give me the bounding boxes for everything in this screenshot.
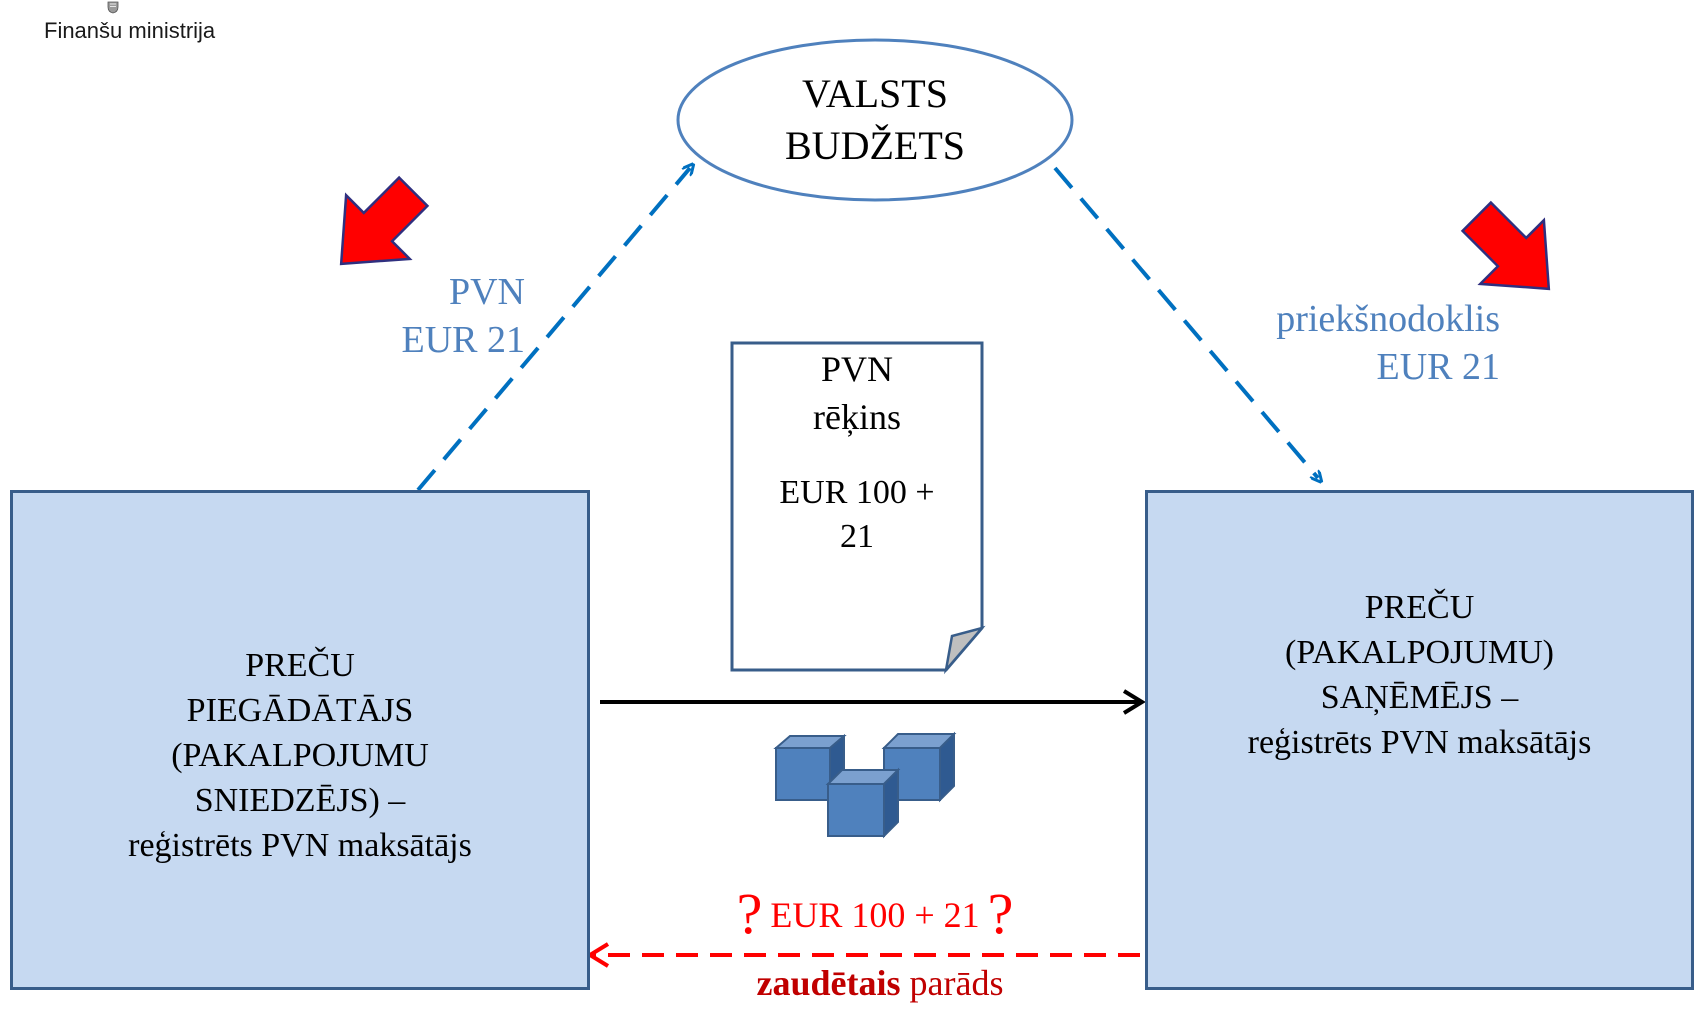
lost-debt-label: zaudētais parāds [756,963,1004,1003]
input-tax-arrow [1053,166,1318,478]
state-budget-ellipse [676,38,1074,202]
question-mark-left: ? [736,881,763,946]
cube-front [825,767,901,839]
unpaid-amount: EUR 100 + 21 [770,895,980,935]
invoice-amount: EUR 100 + 21 [779,474,935,555]
ministry-name: Finanšu ministrija [44,18,216,43]
input-tax-label: priekšnodoklis EUR 21 [1276,298,1500,388]
invoice-fold [943,625,986,675]
coat-of-arms-icon [107,1,119,14]
state-budget-label: VALSTS BUDŽETS [785,71,965,168]
supplier-box: PREČU PIEGĀDĀTĀJS (PAKALPOJUMU SNIEDZĒJS… [10,490,590,990]
receiver-label: PREČU (PAKALPOJUMU) SAŅĒMĒJS – reģistrēt… [1247,589,1592,761]
vat-payment-arrow [416,168,690,492]
receiver-box: PREČU (PAKALPOJUMU) SAŅĒMĒJS – reģistrēt… [1145,490,1694,990]
red-pointer-arrow-right [1460,200,1551,291]
invoice-label: PVN rēķins EUR 100 + 21 [732,345,982,559]
red-pointer-arrow-left [339,175,430,266]
vat-amount-label: PVN EUR 21 [401,271,526,361]
question-mark-right: ? [987,881,1014,946]
unpaid-amount-label: ?EUR 100 + 21? [690,880,1060,947]
goods-cubes-icon [773,731,957,839]
ministry-logo: Finanšu ministrija [44,0,284,50]
supplier-label: PREČU PIEGĀDĀTĀJS (PAKALPOJUMU SNIEDZĒJS… [128,646,472,864]
